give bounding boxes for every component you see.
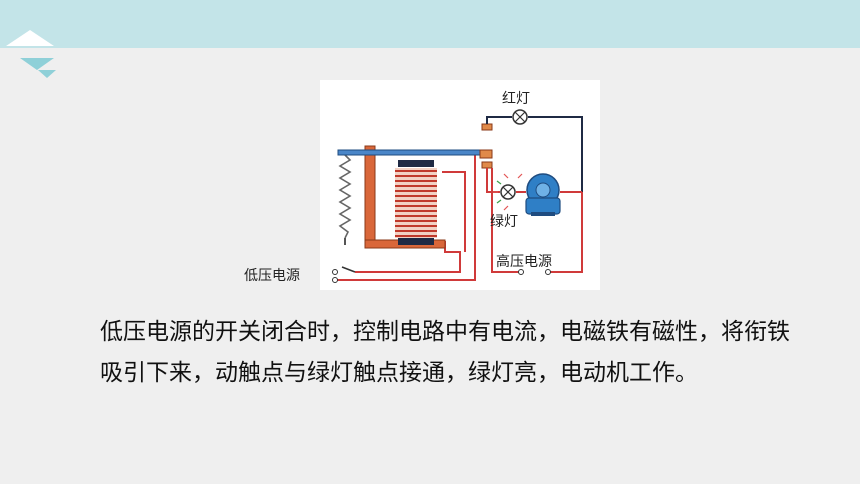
green-lamp-label: 绿灯 [490,214,518,230]
red-lamp-label: 红灯 [502,91,530,107]
motor-icon [525,173,561,216]
green-lamp-glow [493,173,523,211]
coil-lead-wire [442,171,466,252]
core-top [398,160,434,167]
corner-decoration [6,30,56,78]
green-lamp-glow-2 [496,180,502,204]
top-banner [0,0,860,48]
green-lamp-wire [486,168,500,193]
working-circuit-wire [528,116,583,192]
high-voltage-wire [548,192,583,273]
spring [338,154,352,239]
low-voltage-source-label: 低压电源 [244,268,300,284]
red-lamp-wire [486,116,512,124]
moving-contact [479,149,493,159]
armature-bar [337,149,484,156]
switch-lever [341,266,356,273]
relay-circuit-diagram: 红灯 绿灯 低压电源 高压电源 [244,80,600,290]
high-voltage-wire-2 [491,168,520,273]
relay-circuit-drawing [332,109,583,283]
core-bottom [398,238,434,245]
green-lamp-contact [481,161,493,169]
red-lamp-contact [481,123,493,131]
high-voltage-source-label: 高压电源 [496,254,552,270]
armature-frame [364,145,376,243]
electromagnet-coil [395,168,437,238]
description-text: 低压电源的开关闭合时，控制电路中有电流，电磁铁有磁性，将衔铁吸引下来，动触点与绿… [100,319,790,386]
